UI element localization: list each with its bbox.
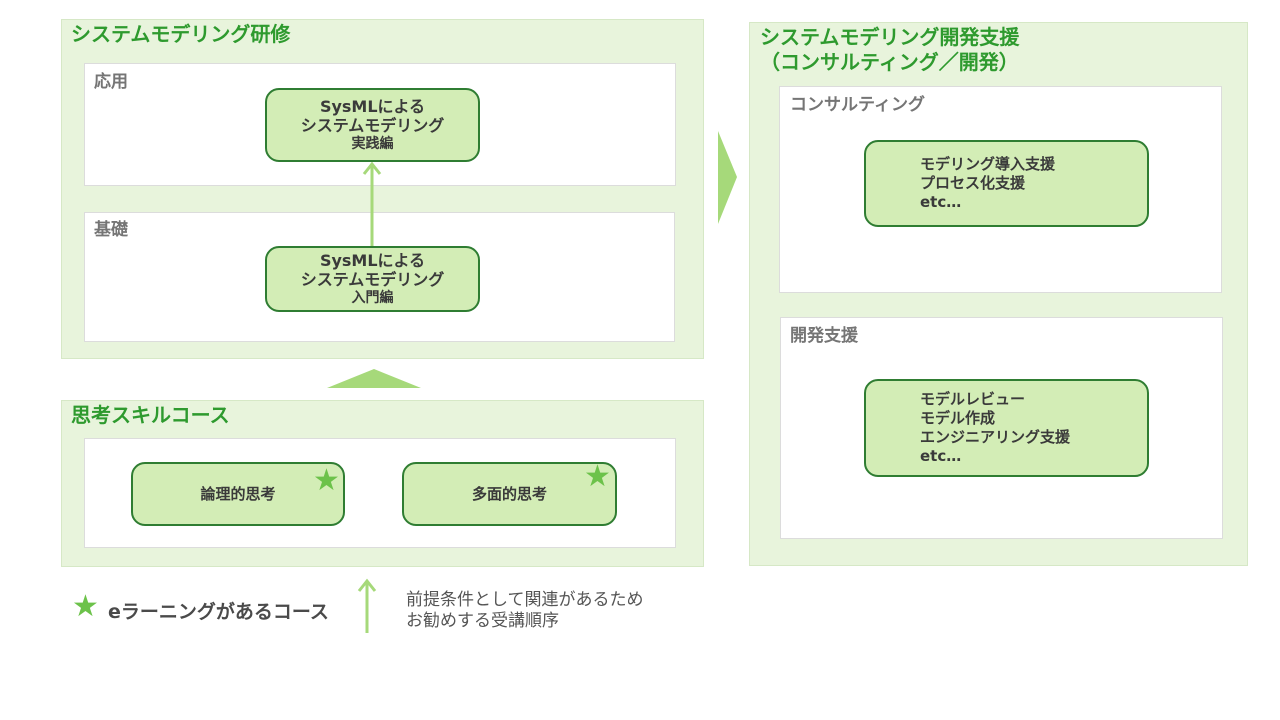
course-line: 実践編 <box>351 135 394 152</box>
basic-label: 基礎 <box>94 220 128 240</box>
list-item: モデルレビュー <box>920 390 1026 408</box>
course-card-basic[interactable]: SysMLによる システムモデリング 入門編 <box>265 246 480 312</box>
list-item: etc… <box>920 193 962 211</box>
course-label: 多面的思考 <box>471 484 547 503</box>
legend-star-icon: ★ <box>72 589 99 624</box>
support-title-line1: システムモデリング開発支援 <box>760 25 1020 49</box>
arrow-up-icon <box>362 161 382 250</box>
support-title-line2: （コンサルティング／開発） <box>760 50 1019 74</box>
legend-arrow-label: 前提条件として関連があるため お勧めする受講順序 <box>406 590 644 632</box>
course-line: SysMLによる <box>319 96 426 116</box>
legend-arrow-up-icon <box>357 578 377 633</box>
chevron-right-icon <box>718 131 737 224</box>
star-icon: ★ <box>584 459 611 494</box>
course-card-applied[interactable]: SysMLによる システムモデリング 実践編 <box>265 88 480 162</box>
consulting-label: コンサルティング <box>790 95 925 115</box>
list-item: モデリング導入支援 <box>920 155 1056 173</box>
list-item: エンジニアリング支援 <box>920 428 1071 446</box>
thinking-panel-title: 思考スキルコース <box>71 403 230 427</box>
consulting-card[interactable]: モデリング導入支援 プロセス化支援 etc… <box>864 140 1149 227</box>
development-label: 開発支援 <box>790 326 858 346</box>
list-item: モデル作成 <box>920 409 996 427</box>
triangle-up-icon <box>327 369 421 388</box>
legend-elearning-label: eラーニングがあるコース <box>108 601 329 623</box>
list-item: etc… <box>920 447 962 465</box>
course-line: 入門編 <box>351 289 394 306</box>
development-card[interactable]: モデルレビュー モデル作成 エンジニアリング支援 etc… <box>864 379 1149 477</box>
course-label: 論理的思考 <box>200 484 276 503</box>
training-panel-title: システムモデリング研修 <box>71 22 291 46</box>
applied-label: 応用 <box>94 72 128 92</box>
legend-arrow-line1: 前提条件として関連があるため <box>406 590 644 610</box>
legend-arrow-line2: お勧めする受講順序 <box>406 611 559 631</box>
course-line: SysMLによる <box>319 250 426 270</box>
list-item: プロセス化支援 <box>920 174 1026 192</box>
course-card-multifaceted[interactable]: 多面的思考 <box>402 462 617 526</box>
course-line: システムモデリング <box>300 269 445 289</box>
support-panel-title: システムモデリング開発支援 （コンサルティング／開発） <box>760 25 1019 75</box>
star-icon: ★ <box>313 463 340 498</box>
course-line: システムモデリング <box>300 115 445 135</box>
course-card-logical[interactable]: 論理的思考 <box>131 462 345 526</box>
